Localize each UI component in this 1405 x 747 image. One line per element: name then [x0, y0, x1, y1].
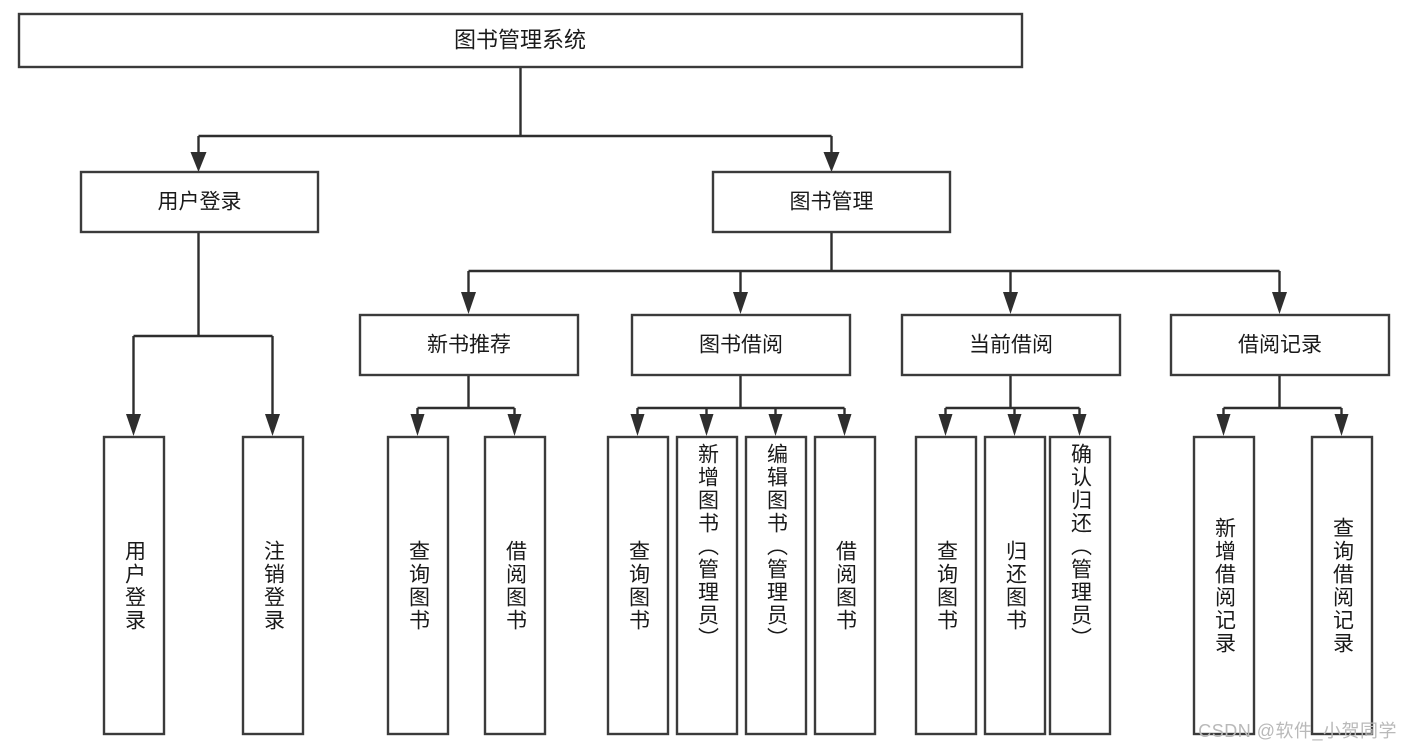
node-book-borrow-box[interactable]	[630, 313, 852, 377]
leaf-boxes-current-borrow	[914, 435, 1112, 736]
node-user-login[interactable]: 用户登录	[79, 170, 320, 234]
arrowhead-cb-leaf-1	[938, 414, 953, 436]
leaf-box-current-borrow-1[interactable]	[914, 435, 978, 736]
arrowhead-bb-leaf-1	[630, 414, 645, 436]
arrowhead-current-borrow	[1003, 292, 1018, 314]
arrowhead-new-book-rec	[461, 292, 476, 314]
connector-group-borrow-record	[1216, 375, 1349, 436]
node-root-label: 图书管理系统	[454, 27, 586, 52]
leaf-box-current-borrow-2[interactable]	[983, 435, 1047, 736]
arrowhead-bb-leaf-2	[699, 414, 714, 436]
node-book-manage-label: 图书管理	[790, 191, 874, 214]
arrowhead-book-borrow	[733, 292, 748, 314]
node-current-borrow-box[interactable]	[900, 313, 1122, 377]
arrowhead-user-login	[190, 152, 207, 172]
node-user-login-label: 用户登录	[158, 191, 242, 214]
arrowhead-bb-leaf-4	[837, 414, 852, 436]
node-root[interactable]: 图书管理系统	[17, 12, 1024, 69]
leaf-box-user-login-2[interactable]	[241, 435, 305, 736]
arrowhead-br-leaf-2	[1334, 414, 1349, 436]
leaf-box-borrow-record-2[interactable]	[1310, 435, 1374, 736]
leaf-boxes-user-login	[102, 435, 305, 736]
leaf-boxes-borrow-record	[1192, 435, 1374, 736]
connector-group-root	[190, 68, 840, 172]
arrowhead-book-manage	[823, 152, 840, 172]
arrowhead-br-leaf-1	[1216, 414, 1231, 436]
leaf-boxes-book-borrow	[606, 435, 877, 736]
node-new-book-rec-label: 新书推荐	[427, 334, 511, 357]
node-book-manage[interactable]: 图书管理	[711, 170, 952, 234]
leaf-box-current-borrow-3[interactable]	[1048, 435, 1112, 736]
connector-group-current-borrow	[938, 375, 1087, 436]
leaf-box-book-borrow-1[interactable]	[606, 435, 670, 736]
leaf-boxes-new-book-rec	[386, 435, 547, 736]
arrowhead-user-login-leaf-2	[265, 414, 280, 436]
node-new-book-rec-box[interactable]	[358, 313, 580, 377]
node-new-book-rec[interactable]: 新书推荐	[358, 313, 580, 377]
node-root-box[interactable]	[17, 12, 1024, 69]
leaf-box-borrow-record-1[interactable]	[1192, 435, 1256, 736]
leaf-box-user-login-1[interactable]	[102, 435, 166, 736]
leaf-box-new-book-rec-1[interactable]	[386, 435, 450, 736]
node-book-borrow[interactable]: 图书借阅	[630, 313, 852, 377]
arrowhead-user-login-leaf-1	[126, 414, 141, 436]
node-current-borrow[interactable]: 当前借阅	[900, 313, 1122, 377]
arrowhead-nbr-leaf-1	[410, 414, 425, 436]
node-user-login-box[interactable]	[79, 170, 320, 234]
node-book-manage-box[interactable]	[711, 170, 952, 234]
node-borrow-record[interactable]: 借阅记录	[1169, 313, 1391, 377]
arrowhead-cb-leaf-3	[1072, 414, 1087, 436]
csdn-watermark: CSDN @软件_小贺同学	[1198, 721, 1397, 741]
node-borrow-record-box[interactable]	[1169, 313, 1391, 377]
arrowhead-cb-leaf-2	[1007, 414, 1022, 436]
leaf-box-book-borrow-3[interactable]	[744, 435, 808, 736]
leaf-box-book-borrow-2[interactable]	[675, 435, 739, 736]
connector-group-book-manage	[461, 232, 1287, 314]
connector-group-new-book-rec	[410, 375, 522, 436]
leaf-box-new-book-rec-2[interactable]	[483, 435, 547, 736]
node-borrow-record-label: 借阅记录	[1238, 334, 1322, 357]
leaf-box-book-borrow-4[interactable]	[813, 435, 877, 736]
arrowhead-borrow-record	[1272, 292, 1287, 314]
node-current-borrow-label: 当前借阅	[969, 334, 1053, 357]
connector-group-user-login	[126, 233, 280, 436]
arrowhead-nbr-leaf-2	[507, 414, 522, 436]
connector-group-book-borrow	[630, 375, 852, 436]
arrowhead-bb-leaf-3	[768, 414, 783, 436]
node-book-borrow-label: 图书借阅	[699, 334, 783, 357]
